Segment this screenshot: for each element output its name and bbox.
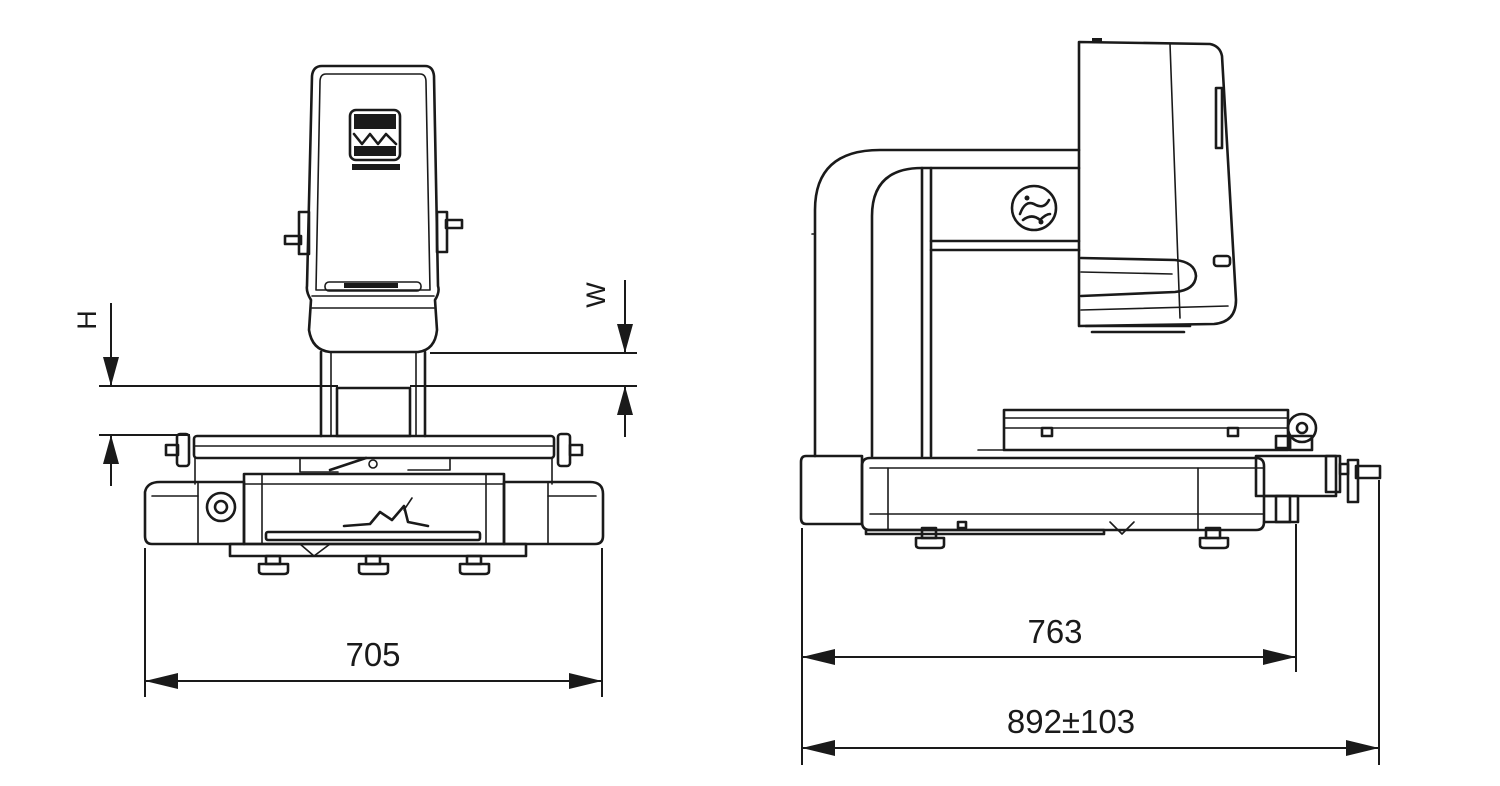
dimension-w-label: W [581, 282, 611, 308]
side-stage-knob-outer [1286, 412, 1318, 444]
side-arm-inner [870, 166, 1081, 458]
front-side-knob-right [435, 210, 464, 254]
side-feet [914, 526, 1230, 550]
side-arm-outer [813, 148, 1081, 458]
side-round-logo [1010, 184, 1058, 232]
side-view [799, 38, 1382, 550]
side-head-housing [1077, 38, 1238, 334]
front-side-knob-left [283, 210, 311, 256]
dimension-705: 705 [144, 548, 603, 697]
dimension-705-label: 705 [345, 636, 400, 673]
front-base [143, 472, 605, 558]
side-stage-knob-inner [1295, 421, 1309, 435]
dimension-h-label: H [72, 310, 102, 330]
front-base-knob-inner [213, 499, 229, 515]
dimension-892: 892±103 [802, 480, 1380, 765]
front-feet [257, 554, 491, 576]
front-stage [164, 432, 584, 485]
front-head-inner [315, 73, 431, 291]
side-stage [977, 408, 1318, 452]
front-base-knob-outer [205, 491, 237, 523]
front-handle-slot [324, 281, 422, 292]
brand-logo [348, 108, 402, 170]
front-column [319, 350, 427, 438]
dimension-w: W [410, 280, 637, 437]
front-view [143, 64, 605, 576]
dimension-763-label: 763 [1027, 613, 1082, 650]
dimension-763: 763 [801, 524, 1297, 765]
dimension-892-label: 892±103 [1007, 703, 1135, 740]
front-base-label [342, 504, 430, 528]
side-base [799, 454, 1382, 536]
front-head-housing [305, 64, 440, 354]
dimension-h: H [72, 303, 338, 486]
